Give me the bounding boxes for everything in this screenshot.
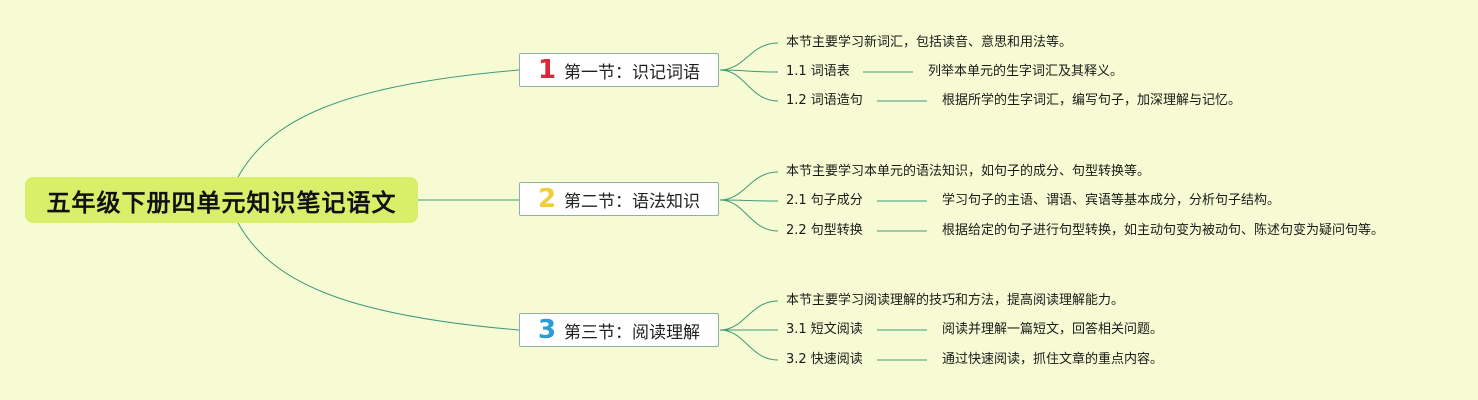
subtopic-3-2-desc[interactable]: 通过快速阅读，抓住文章的重点内容。 (942, 352, 1164, 367)
topic1-to-item1-line (719, 69, 779, 73)
topic2-to-item2-line (719, 199, 779, 232)
subtopic-2-1-desc[interactable]: 学习句子的主语、谓语、宾语等基本成分，分析句子结构。 (942, 193, 1281, 208)
topic1-to-item2-line (719, 69, 779, 102)
subtopic-1-2-desc[interactable]: 根据所学的生字词汇，编写句子，加深理解与记忆。 (942, 93, 1242, 108)
topic-1-summary[interactable]: 本节主要学习新词汇，包括读音、意思和用法等。 (786, 35, 1073, 50)
root-node[interactable]: 五年级下册四单元知识笔记语文 (25, 177, 418, 223)
number-3-icon: 3 (537, 315, 557, 345)
topic-node-2[interactable]: 2 第二节：语法知识 (519, 182, 719, 216)
subtopic-3-1[interactable]: 3.1 短文阅读 (786, 322, 863, 337)
topic-node-1[interactable]: 1 第一节：识记词语 (519, 53, 719, 87)
number-1-icon: 1 (537, 55, 557, 85)
topic3-to-summary-line (719, 300, 779, 331)
topic-2-summary[interactable]: 本节主要学习本单元的语法知识，如句子的成分、句型转换等。 (786, 164, 1151, 179)
topic-3-label: 第三节：阅读理解 (564, 322, 701, 343)
topic2-to-item1-line (719, 199, 779, 202)
subtopic-2-2-desc[interactable]: 根据给定的句子进行句型转换，如主动句变为被动句、陈述句变为疑问句等。 (942, 223, 1385, 238)
root-to-topic3-line (237, 222, 520, 331)
number-2-icon: 2 (537, 184, 557, 214)
subtopic-2-1[interactable]: 2.1 句子成分 (786, 193, 863, 208)
topic-node-3[interactable]: 3 第三节：阅读理解 (519, 313, 719, 347)
root-title: 五年级下册四单元知识笔记语文 (46, 188, 397, 217)
topic3-to-item2-line (719, 329, 779, 361)
topic1-to-summary-line (719, 42, 779, 71)
subtopic-3-1-desc[interactable]: 阅读并理解一篇短文，回答相关问题。 (942, 322, 1164, 337)
topic2-to-summary-line (719, 171, 779, 201)
subtopic-1-1[interactable]: 1.1 词语表 (786, 64, 850, 79)
subtopic-1-1-desc[interactable]: 列举本单元的生字词汇及其释义。 (928, 64, 1124, 79)
topic-1-label: 第一节：识记词语 (564, 62, 701, 83)
subtopic-2-2[interactable]: 2.2 句型转换 (786, 223, 863, 238)
topic-2-label: 第二节：语法知识 (564, 191, 701, 212)
topic-3-summary[interactable]: 本节主要学习阅读理解的技巧和方法，提高阅读理解能力。 (786, 293, 1125, 308)
subtopic-3-2[interactable]: 3.2 快速阅读 (786, 352, 863, 367)
root-to-topic1-line (237, 69, 520, 178)
subtopic-1-2[interactable]: 1.2 词语造句 (786, 93, 863, 108)
